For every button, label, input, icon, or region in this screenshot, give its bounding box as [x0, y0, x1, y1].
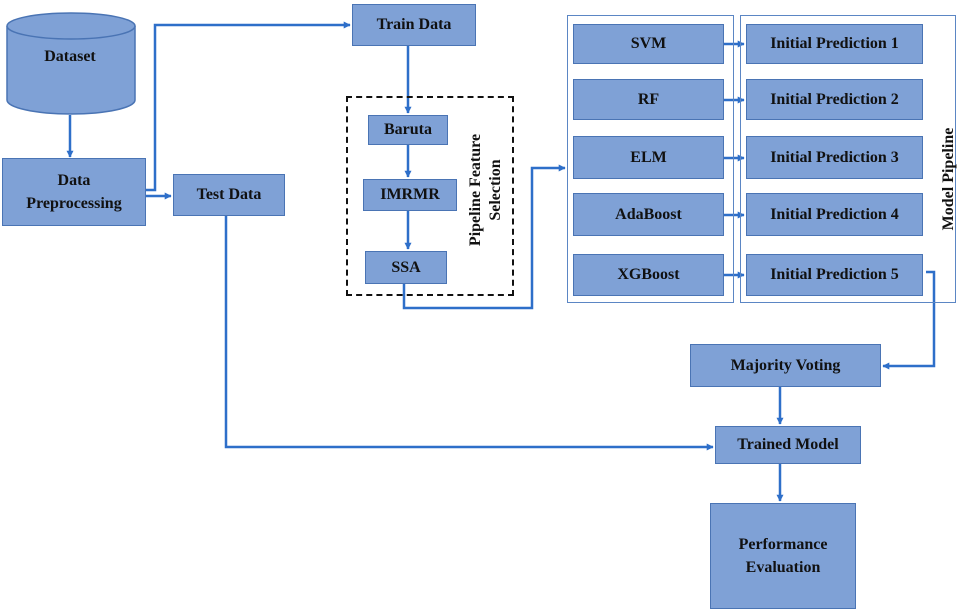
- models-frame: [567, 15, 734, 303]
- dataset-cylinder-icon: [6, 12, 136, 115]
- dataset-label: Dataset: [44, 48, 96, 65]
- initial-prediction-5-box: Initial Prediction 5: [746, 254, 923, 296]
- train-data-box: Train Data: [352, 4, 476, 46]
- ssa-box: SSA: [365, 251, 447, 284]
- initial-prediction-2-box: Initial Prediction 2: [746, 79, 923, 120]
- model-pipeline-label: Model Pipeline: [940, 127, 957, 231]
- baruta-box: Baruta: [368, 115, 448, 145]
- imrmr-box: IMRMR: [363, 179, 457, 211]
- initial-prediction-3-box: Initial Prediction 3: [746, 136, 923, 179]
- arrow-ssa-to-models: [402, 164, 566, 310]
- model-xgboost-box: XGBoost: [573, 254, 724, 296]
- model-adaboost-box: AdaBoost: [573, 193, 724, 236]
- feature-selection-label: Pipeline Feature Selection: [466, 110, 510, 270]
- initial-prediction-4-box: Initial Prediction 4: [746, 193, 923, 236]
- performance-line-1: Performance: [738, 535, 828, 553]
- preprocessing-line-2: Preprocessing: [26, 195, 122, 212]
- majority-voting-box: Majority Voting: [690, 344, 881, 387]
- model-pipeline-frame: [740, 15, 956, 303]
- arrow-preprocessing-to-train: [146, 21, 351, 192]
- test-data-box: Test Data: [173, 174, 285, 216]
- feature-selection-label-line-2: Selection: [487, 159, 504, 221]
- model-rf-box: RF: [573, 79, 724, 120]
- performance-evaluation-box: Performance Evaluation: [710, 503, 856, 609]
- trained-model-box: Trained Model: [715, 426, 861, 464]
- feature-selection-label-line-1: Pipeline Feature: [467, 133, 484, 247]
- model-elm-box: ELM: [573, 136, 724, 179]
- feature-selection-frame: [346, 96, 514, 296]
- performance-line-2: Evaluation: [745, 559, 821, 576]
- initial-prediction-1-box: Initial Prediction 1: [746, 24, 923, 64]
- arrow-test-to-trained: [224, 216, 714, 451]
- model-svm-box: SVM: [573, 24, 724, 64]
- arrow-pipeline-to-voting: [882, 270, 936, 370]
- preprocessing-line-1: Data: [57, 171, 91, 189]
- data-preprocessing-box: Data Preprocessing: [2, 158, 146, 226]
